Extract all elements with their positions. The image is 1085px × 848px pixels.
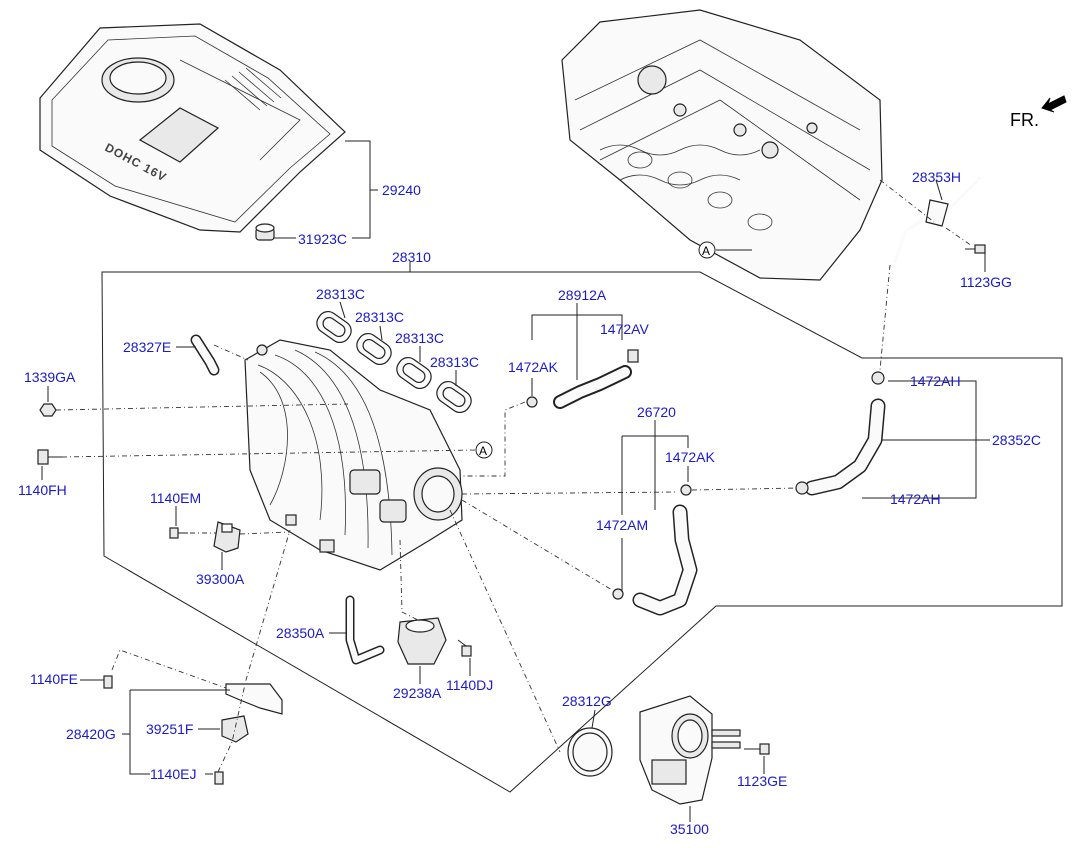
nut-1339ga <box>39 403 57 417</box>
callout-1140em: 1140EM <box>150 490 201 506</box>
callout-39300a: 39300A <box>196 571 245 587</box>
hose-28912a <box>526 349 639 409</box>
callout-26720: 26720 <box>637 404 676 420</box>
direction-label: FR. <box>1010 110 1039 130</box>
callout-28353h: 28353H <box>912 169 961 185</box>
callout-1472ah-1: 1472AH <box>910 373 961 389</box>
throttle-body-35100 <box>639 695 741 805</box>
front-arrow-icon <box>1041 95 1067 113</box>
callout-28312g: 28312G <box>562 693 612 709</box>
callout-1140fh: 1140FH <box>18 482 67 498</box>
callout-1472ak-1: 1472AK <box>508 359 558 375</box>
callout-28313c-2: 28313C <box>355 309 404 325</box>
callout-1123ge: 1123GE <box>737 773 787 789</box>
callout-28327e: 28327E <box>123 339 171 355</box>
engine-cover: DOHC 16V <box>39 23 346 233</box>
callout-35100: 35100 <box>670 821 709 837</box>
callout-28420g: 28420G <box>66 726 116 742</box>
callout-39251f: 39251F <box>146 721 193 737</box>
hose-26720 <box>612 484 698 616</box>
purge-valve-29238a <box>397 617 447 665</box>
callout-28313c-3: 28313C <box>395 330 444 346</box>
throttle-gasket-28312g <box>567 727 613 777</box>
callout-1472ak-2: 1472AK <box>665 449 715 465</box>
bolt-1123ge <box>744 743 770 755</box>
callout-1472ah-2: 1472AH <box>890 491 941 507</box>
callout-1140dj: 1140DJ <box>446 677 493 693</box>
callout-31923c: 31923C <box>298 231 347 247</box>
pcv-hose-28327e <box>190 334 220 376</box>
callout-29240: 29240 <box>382 182 421 198</box>
bolt-1140fh <box>37 449 62 465</box>
bolt-1123gg <box>965 244 986 254</box>
callout-1140fe: 1140FE <box>30 671 78 687</box>
intake-gaskets <box>316 310 472 414</box>
callout-1123gg: 1123GG <box>960 274 1012 290</box>
callout-29238a: 29238A <box>393 685 442 701</box>
bolt-1140fe <box>103 675 113 689</box>
oil-cap <box>255 223 275 241</box>
callout-28310: 28310 <box>392 249 431 265</box>
callout-28313c-1: 28313C <box>316 286 365 302</box>
bolt-1140em <box>169 527 188 539</box>
callout-1140ej: 1140EJ <box>150 766 196 782</box>
bolt-1140ej <box>214 771 224 785</box>
bolt-1140dj <box>457 639 472 657</box>
reference-marker-a-manifold <box>475 441 493 459</box>
hose-28352c <box>795 371 886 496</box>
hose-28350a <box>345 595 385 665</box>
reference-marker-a-manifold-text: A <box>479 444 487 458</box>
callout-28352c: 28352C <box>992 432 1041 448</box>
cylinder-head <box>561 9 883 281</box>
callout-1472av: 1472AV <box>600 321 649 337</box>
callout-28313c-4: 28313C <box>430 354 479 370</box>
callout-28350a: 28350A <box>276 625 325 641</box>
callout-1472am: 1472AM <box>596 517 648 533</box>
callout-1339ga: 1339GA <box>24 369 76 385</box>
reference-marker-a-head <box>698 241 716 259</box>
intake-manifold <box>244 339 463 571</box>
callout-28912a: 28912A <box>558 287 607 303</box>
reference-marker-a-head-text: A <box>702 244 710 258</box>
map-sensor-39300a <box>213 521 241 553</box>
bracket-28420g <box>225 683 283 715</box>
sensor-39251f <box>221 715 249 743</box>
